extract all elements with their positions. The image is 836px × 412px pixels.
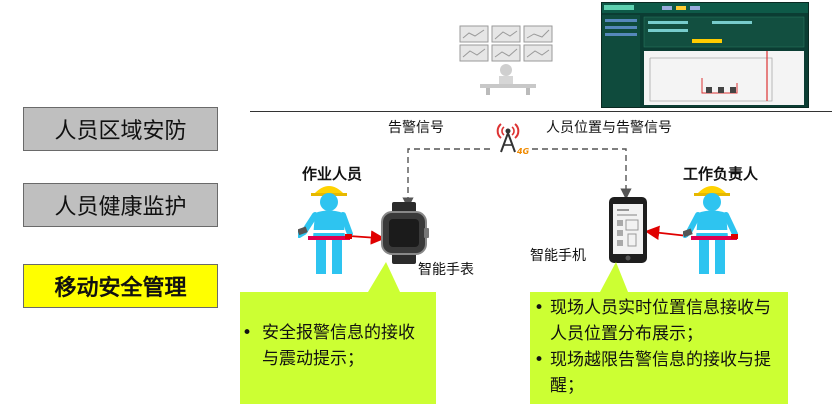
supervisor-figure-icon	[683, 186, 738, 274]
watch-callout-bullet: 安全报警信息的接收与震动提示；	[240, 320, 430, 372]
phone-callout-bullet: 现场越限告警信息的接收与提醒；	[532, 347, 782, 399]
worker-label: 作业人员	[302, 165, 363, 183]
smartphone-label: 智能手机	[530, 248, 586, 264]
phone-callout-bullet: 现场人员实时位置信息接收与人员位置分布展示；	[532, 295, 782, 347]
divider-line	[250, 111, 832, 112]
menu-item-mobile-safety[interactable]: 移动安全管理	[23, 264, 218, 308]
smartwatch-label: 智能手表	[418, 262, 474, 278]
arrow-antenna-to-phone	[532, 148, 632, 200]
watch-callout: 安全报警信息的接收与震动提示；	[240, 320, 430, 372]
control-room-icon	[459, 25, 553, 95]
worker-figure-icon	[298, 186, 353, 274]
antenna-4g-icon: 4G	[496, 123, 530, 156]
smartwatch-icon	[381, 202, 429, 264]
phone-callout: 现场人员实时位置信息接收与人员位置分布展示； 现场越限告警信息的接收与提醒；	[532, 295, 782, 399]
menu-item-health-monitoring[interactable]: 人员健康监护	[23, 183, 218, 227]
monitoring-screen-graphic	[602, 3, 808, 107]
menu-item-label: 人员区域安防	[54, 119, 187, 144]
arrow-supervisor-to-phone	[644, 225, 689, 240]
monitoring-screen-image	[601, 2, 809, 108]
menu-item-label: 人员健康监护	[54, 195, 187, 220]
antenna-badge: 4G	[516, 147, 530, 156]
menu-item-area-security[interactable]: 人员区域安防	[23, 107, 218, 151]
alarm-signal-label: 告警信号	[388, 120, 444, 136]
supervisor-label: 工作负责人	[683, 165, 759, 183]
arrow-antenna-to-watch	[402, 148, 490, 209]
menu-item-label: 移动安全管理	[54, 276, 187, 301]
arrow-worker-to-watch	[348, 230, 386, 245]
smartphone-icon	[609, 197, 647, 263]
position-alarm-label: 人员位置与告警信号	[546, 120, 672, 136]
